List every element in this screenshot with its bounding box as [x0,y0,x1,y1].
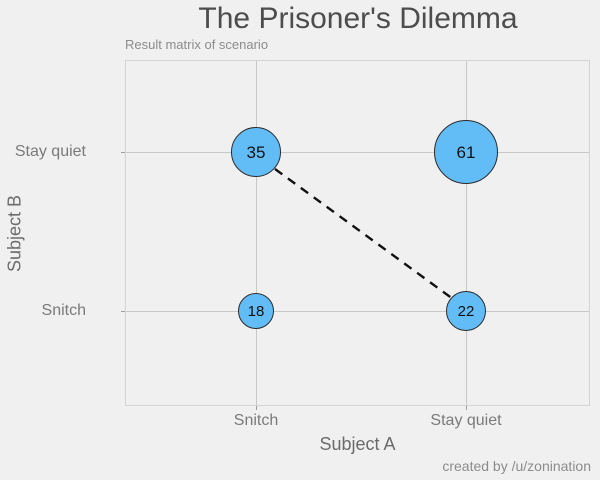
bubble-snitch-snitch[interactable]: 18 [238,293,274,329]
ticklabel-y-snitch: Snitch [41,302,86,319]
bubble-label: 22 [457,302,475,320]
ticklabel-y-stay-quiet: Stay quiet [14,143,86,160]
gridline-x-stay-quiet [466,61,467,405]
axis-title-x: Subject A [319,434,396,454]
bubble-label: 35 [246,142,266,162]
bubble-stayquiet-snitch[interactable]: 22 [446,291,486,331]
bubble-label: 18 [247,302,265,320]
tick-x-stay-quiet [466,406,467,410]
tick-x-snitch [256,406,257,410]
ticklabel-x-stay-quiet: Stay quiet [430,412,502,429]
gridline-x-snitch [256,61,257,405]
axis-title-y: Subject B [4,194,25,273]
connector-line [274,168,454,300]
bubble-stayquiet-stayquiet[interactable]: 61 [434,120,498,184]
tick-y-snitch [121,311,125,312]
ticklabel-x-snitch: Snitch [233,412,279,429]
bubble-label: 61 [456,142,476,162]
gridline-y-snitch [126,311,589,312]
chart-subtitle: Result matrix of scenario [125,37,269,52]
gridline-y-stay-quiet [126,152,589,153]
chart-caption: created by /u/zonination [442,458,591,474]
plot-panel: 35 61 18 22 [125,60,590,406]
chart-title: The Prisoner's Dilemma [198,2,518,35]
tick-y-stay-quiet [121,152,125,153]
bubble-snitch-stayquiet[interactable]: 35 [231,127,281,177]
